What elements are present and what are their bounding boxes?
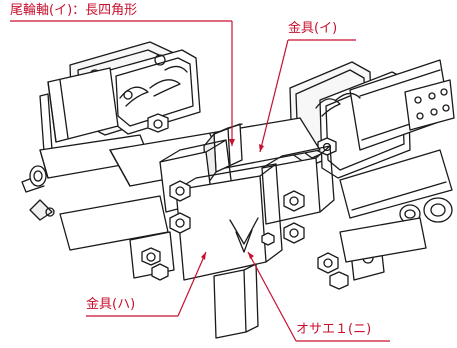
bracket-ha-label: 金具(ハ) [86, 297, 136, 312]
bracket-i-label: 金具(イ) [288, 21, 338, 36]
leader-lines [10, 20, 390, 342]
leader-arrowheads [201, 139, 264, 260]
upper-left-bracket-assembly [21, 41, 201, 221]
center-clamp-block [59, 139, 427, 339]
offset-ni-label: オサエ１(ニ) [296, 322, 372, 337]
tail-wheel-axle-label: 尾輪軸(イ)：長四角形 [10, 3, 138, 18]
